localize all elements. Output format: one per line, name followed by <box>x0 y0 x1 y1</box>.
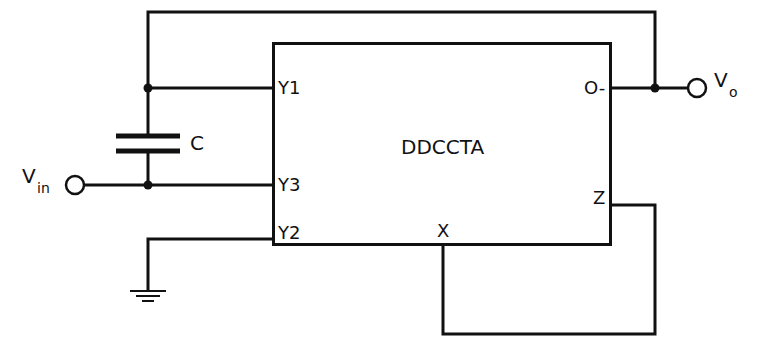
pin-name: Y2 <box>278 224 300 242</box>
signal-name: V <box>22 166 36 186</box>
pin-name: Y1 <box>278 79 300 97</box>
ddccta-block: DDCCTA <box>272 42 612 246</box>
pin-name: X <box>437 222 449 240</box>
signal-name: V <box>714 70 728 90</box>
pin-name: O- <box>584 79 605 97</box>
block-name: DDCCTA <box>401 135 484 159</box>
pin-name: Z <box>593 189 605 207</box>
signal-subscript: o <box>729 85 738 99</box>
signal-subscript: in <box>37 181 50 195</box>
pin-name: Y3 <box>278 176 300 194</box>
component-label: C <box>190 133 204 153</box>
